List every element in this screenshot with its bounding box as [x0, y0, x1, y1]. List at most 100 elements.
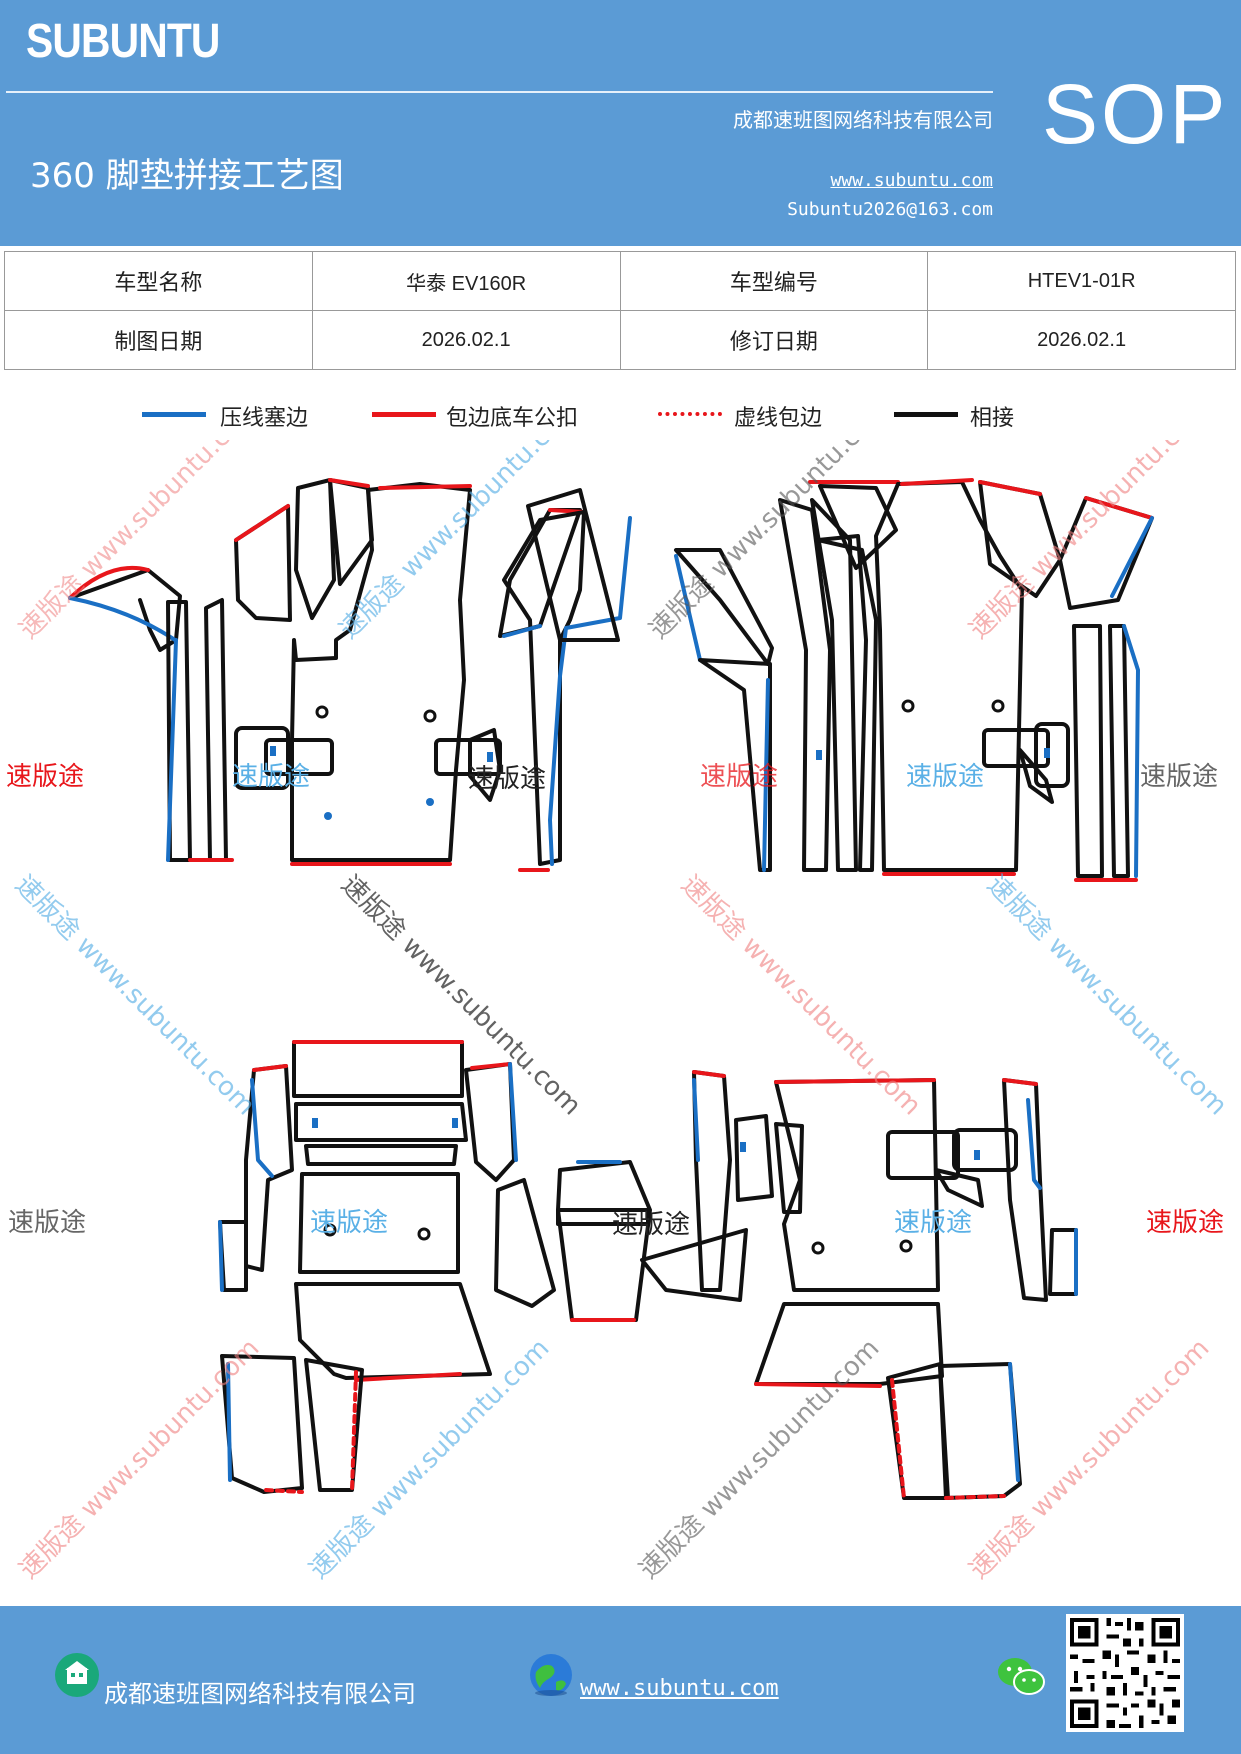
vehicle-info-table: 车型名称 华泰 EV160R 车型编号 HTEV1-01R 制图日期 2026.… [4, 251, 1236, 370]
mat-dot [426, 798, 434, 806]
mat-piece [874, 480, 1024, 872]
mat-edge-red-dotted [944, 1494, 1006, 1500]
mat-piece [640, 1228, 748, 1302]
watermark-brand: 速版途 [232, 762, 311, 792]
mat-piece [692, 1070, 732, 1292]
mat-piece [1018, 748, 1054, 804]
mat-edge-red [1002, 1078, 1038, 1086]
mat-edge-blue [166, 638, 178, 862]
value-revise-date: 2026.02.1 [927, 310, 1236, 370]
legend-label: 相接 [970, 406, 1015, 431]
mat-piece [754, 1302, 944, 1386]
website-link[interactable]: www.subuntu.com [830, 170, 993, 191]
header-banner: SUBUNTU SOP 成都速班图网络科技有限公司 360 脚垫拼接工艺图 ww… [0, 0, 1241, 246]
mat-hole [323, 1223, 337, 1237]
mat-piece [938, 1362, 1022, 1500]
mat-edge-blue [674, 554, 702, 662]
watermark-brand: 速版途 [894, 1208, 973, 1238]
mat-dot [312, 1118, 318, 1128]
wechat-icon[interactable] [996, 1656, 1046, 1698]
watermark-brand: 速版途 [612, 1210, 691, 1240]
mat-edge-blue [1110, 516, 1154, 598]
mat-piece [674, 548, 774, 666]
mat-piece [556, 1208, 650, 1226]
mat-edge-blue [218, 1220, 224, 1292]
mat-piece [1108, 624, 1130, 878]
mat-edge-red [234, 504, 290, 542]
watermark-brand: 速版途 [1140, 762, 1219, 792]
footer-banner: 成都速班图网络科技有限公司 www.subuntu.com [0, 1606, 1241, 1754]
mat-dot [452, 1118, 458, 1128]
mat-piece [292, 1040, 464, 1098]
company-icon [55, 1653, 99, 1697]
mat-piece [526, 488, 620, 642]
mat-hole [901, 699, 915, 713]
table-row: 车型名称 华泰 EV160R 车型编号 HTEV1-01R [4, 251, 1236, 311]
mat-piece [244, 1064, 294, 1272]
mat-piece [218, 1220, 248, 1292]
mat-piece [774, 1122, 804, 1214]
watermark-diagonal: 速版途 www.subuntu.com [9, 870, 261, 1122]
label-draw-date: 制图日期 [4, 310, 313, 370]
doc-type-label: SOP [1042, 67, 1229, 161]
mat-set-top-left [68, 478, 632, 872]
watermark-diagonal: 速版途 www.subuntu.com [14, 440, 266, 645]
mat-piece [1058, 496, 1154, 610]
legend-swatch-red-dotted [658, 412, 722, 416]
label-revise-date: 修订日期 [619, 310, 929, 370]
footer-website-link[interactable]: www.subuntu.com [580, 1676, 779, 1701]
legend: 压线塞边 包边底车公扣 虚线包边 相接 [0, 400, 1241, 440]
mat-hole [991, 699, 1005, 713]
watermark-brand: 速版途 [700, 762, 779, 792]
watermark-brand: 速版途 [1146, 1208, 1225, 1238]
mat-edge-red [354, 1372, 462, 1382]
mat-hole [899, 1239, 913, 1253]
mat-piece [234, 726, 290, 790]
label-model-code: 车型编号 [619, 251, 929, 311]
mat-piece [982, 728, 1050, 768]
mat-piece [1048, 1228, 1078, 1296]
mat-edge-red [1084, 496, 1154, 520]
value-draw-date: 2026.02.1 [311, 310, 621, 370]
mat-edge-red [470, 1062, 512, 1070]
mat-piece [298, 1172, 460, 1274]
table-row: 制图日期 2026.02.1 修订日期 2026.02.1 [4, 310, 1236, 370]
mat-piece [1072, 624, 1104, 878]
mat-set-top-right [674, 478, 1154, 882]
legend-swatch-black [894, 412, 958, 417]
watermark-diagonal: 速版途 www.subuntu.com [964, 1333, 1216, 1585]
legend-label: 包边底车公扣 [446, 406, 579, 431]
mat-piece [1002, 1078, 1048, 1302]
watermark-brand: 速版途 [906, 762, 985, 792]
footer-company-name: 成都速班图网络科技有限公司 [104, 1680, 416, 1708]
mat-edge-blue [250, 1078, 274, 1178]
mat-piece [464, 1062, 516, 1182]
mat-edge-red [252, 1064, 288, 1072]
mat-edge-red-dotted [350, 1370, 358, 1492]
mat-edge-red [68, 565, 150, 600]
brand-logo: SUBUNTU [26, 15, 220, 68]
mat-piece [494, 1178, 556, 1308]
mat-piece [1034, 722, 1070, 788]
mat-piece [818, 484, 898, 570]
mat-hole [315, 705, 329, 719]
watermark-diagonal: 速版途 www.subuntu.com [304, 1333, 556, 1585]
mat-edge-blue [508, 1062, 518, 1162]
mat-dot [270, 746, 276, 756]
mat-piece [734, 1114, 774, 1202]
mat-hole [417, 1227, 431, 1241]
label-model-name: 车型名称 [4, 251, 313, 311]
mat-dot [974, 1150, 980, 1160]
mat-piece [952, 1128, 1018, 1172]
mat-edge-blue [1008, 1362, 1020, 1482]
mat-dot [740, 1142, 746, 1152]
mat-hole [423, 709, 437, 723]
mat-piece [264, 738, 334, 776]
mat-set-bottom-right [640, 1070, 1078, 1500]
legend-label: 虚线包边 [734, 406, 823, 431]
mat-hole [811, 1241, 825, 1255]
mat-piece [556, 1160, 652, 1322]
value-model-code: HTEV1-01R [927, 251, 1236, 311]
mat-dot [487, 752, 493, 762]
mat-piece [498, 508, 582, 638]
